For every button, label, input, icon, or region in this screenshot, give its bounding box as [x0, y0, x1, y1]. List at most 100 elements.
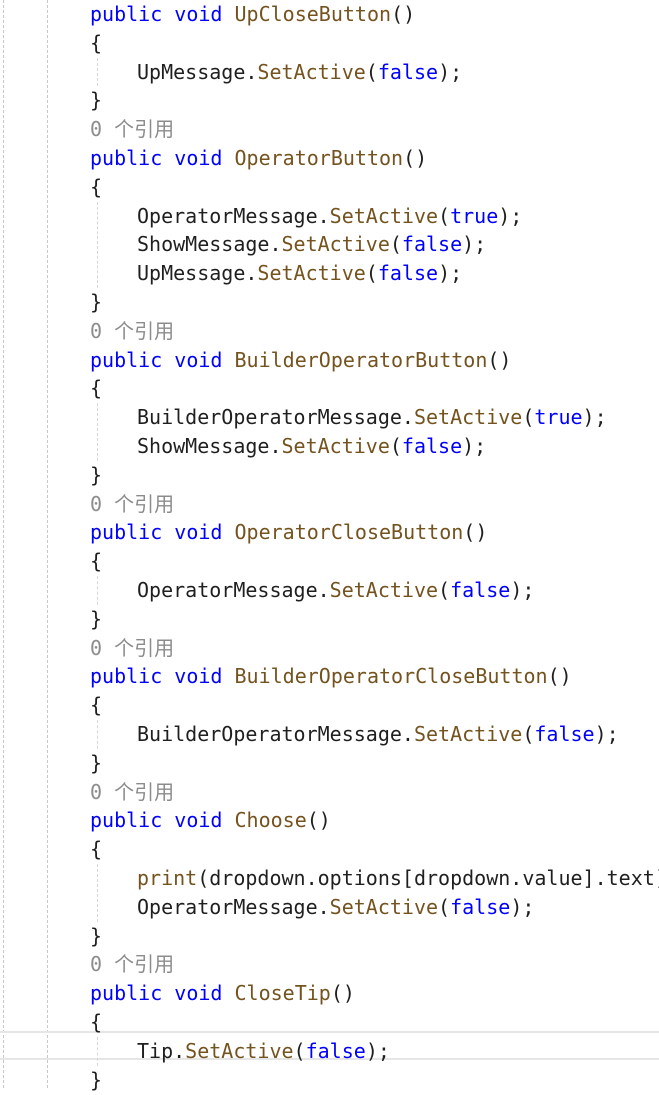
method-declaration: public void BuilderOperatorCloseButton() — [0, 662, 659, 691]
object-identifier[interactable]: Tip — [137, 1038, 174, 1063]
open-brace: { — [90, 693, 103, 718]
references-codelens[interactable]: 0 个引用 — [90, 491, 175, 516]
object-identifier[interactable]: UpMessage — [137, 59, 246, 84]
codelens-line: 0 个引用 — [0, 490, 659, 519]
method-call[interactable]: SetActive — [329, 894, 439, 919]
code-line-text: 0 个引用 — [90, 490, 174, 519]
object-identifier[interactable]: OperatorMessage — [137, 203, 318, 228]
code-line-text: 0 个引用 — [90, 317, 174, 346]
close-brace-line: } — [0, 288, 659, 317]
object-identifier[interactable]: OperatorMessage — [137, 894, 318, 919]
open-brace-line: { — [0, 173, 659, 202]
code-line-text: { — [90, 374, 102, 403]
method-name[interactable]: OperatorCloseButton — [234, 520, 464, 545]
keyword-void: void — [174, 146, 223, 170]
open-paren: ( — [389, 434, 402, 458]
method-call[interactable]: SetActive — [257, 261, 366, 286]
close-brace-line: } — [0, 749, 659, 778]
open-paren: ( — [365, 261, 378, 286]
open-brace-line: { — [0, 374, 659, 403]
member-dot: . — [269, 232, 282, 257]
method-call[interactable]: SetActive — [257, 59, 366, 84]
method-name[interactable]: BuilderOperatorButton — [234, 347, 488, 372]
bool-argument: false — [450, 894, 511, 919]
close-brace-line: } — [0, 605, 659, 634]
indent-guide — [47, 0, 48, 1088]
codelens-line: 0 个引用 — [0, 634, 659, 663]
open-brace-line: { — [0, 691, 659, 720]
method-call[interactable]: SetActive — [413, 722, 523, 746]
code-line-text: BuilderOperatorMessage.SetActive(true); — [137, 403, 607, 432]
code-line-text: public void OperatorCloseButton() — [90, 518, 487, 547]
code-line-text: ShowMessage.SetActive(false); — [137, 432, 486, 461]
object-identifier[interactable]: BuilderOperatorMessage — [137, 722, 402, 746]
keyword-void: void — [174, 981, 223, 1006]
code-line-text: 0 个引用 — [90, 950, 174, 979]
close-brace-line: } — [0, 461, 659, 490]
open-brace-line: { — [0, 835, 659, 864]
references-codelens[interactable]: 0 个引用 — [90, 635, 175, 660]
open-paren: ( — [438, 894, 451, 919]
statement-line: BuilderOperatorMessage.SetActive(false); — [0, 720, 659, 749]
open-brace-line: { — [0, 29, 659, 58]
close-brace: } — [90, 606, 103, 631]
keyword-void: void — [174, 808, 223, 833]
parameter-list: () — [403, 146, 428, 170]
code-line-text: { — [90, 1008, 102, 1037]
statement-line: ShowMessage.SetActive(false); — [0, 432, 659, 461]
method-call[interactable]: SetActive — [329, 578, 439, 602]
object-identifier[interactable]: BuilderOperatorMessage — [137, 405, 402, 430]
statement-line: OperatorMessage.SetActive(false); — [0, 893, 659, 922]
references-codelens[interactable]: 0 个引用 — [90, 318, 175, 343]
bool-argument: false — [450, 578, 511, 602]
keyword-public: public — [90, 664, 163, 689]
references-codelens[interactable]: 0 个引用 — [90, 952, 175, 977]
keyword-void: void — [174, 347, 223, 372]
code-line-text: public void BuilderOperatorCloseButton() — [90, 662, 572, 691]
open-brace: { — [90, 837, 103, 862]
code-line-text: Tip.SetActive(false); — [137, 1037, 390, 1066]
object-identifier[interactable]: UpMessage — [137, 261, 246, 286]
method-call[interactable]: SetActive — [185, 1038, 294, 1063]
method-call[interactable]: SetActive — [329, 203, 439, 228]
method-call[interactable]: SetActive — [413, 405, 523, 430]
print-call[interactable]: print — [137, 866, 198, 890]
brace-scope-guide — [97, 576, 98, 605]
method-name[interactable]: Choose — [234, 808, 307, 833]
close-brace-line: } — [0, 922, 659, 951]
method-name[interactable]: OperatorButton — [234, 146, 404, 170]
close-paren-semicolon: ); — [462, 434, 487, 458]
keyword-public: public — [90, 2, 163, 26]
open-paren: ( — [522, 722, 535, 746]
open-paren: ( — [389, 232, 402, 257]
code-line-text: { — [90, 29, 102, 58]
close-brace: } — [90, 923, 103, 948]
method-call[interactable]: SetActive — [281, 434, 390, 458]
code-line-text: public void OperatorButton() — [90, 144, 427, 173]
object-identifier[interactable]: ShowMessage — [137, 434, 270, 458]
method-name[interactable]: UpCloseButton — [234, 2, 392, 26]
code-line-text: } — [90, 1066, 102, 1095]
member-dot: . — [401, 722, 414, 746]
brace-scope-guide — [97, 403, 98, 461]
close-paren-semicolon: ); — [462, 232, 487, 257]
close-brace-line: } — [0, 86, 659, 115]
object-identifier[interactable]: OperatorMessage — [137, 578, 318, 602]
code-line-text: } — [90, 605, 102, 634]
object-identifier[interactable]: ShowMessage — [137, 232, 270, 257]
brace-scope-guide — [97, 201, 98, 288]
method-name[interactable]: BuilderOperatorCloseButton — [234, 664, 548, 689]
member-dot: . — [269, 434, 282, 458]
references-codelens[interactable]: 0 个引用 — [90, 117, 175, 142]
code-line-text: public void BuilderOperatorButton() — [90, 346, 511, 375]
method-call[interactable]: SetActive — [281, 232, 390, 257]
bool-argument: false — [534, 722, 595, 746]
code-line-text: print(dropdown.options[dropdown.value].t… — [137, 864, 659, 893]
keyword-void: void — [174, 664, 223, 689]
references-codelens[interactable]: 0 个引用 — [90, 779, 175, 804]
method-name[interactable]: CloseTip — [234, 981, 331, 1006]
code-line-text: OperatorMessage.SetActive(true); — [137, 202, 522, 231]
code-line-text: ShowMessage.SetActive(false); — [137, 230, 486, 259]
code-line-text: { — [90, 173, 102, 202]
